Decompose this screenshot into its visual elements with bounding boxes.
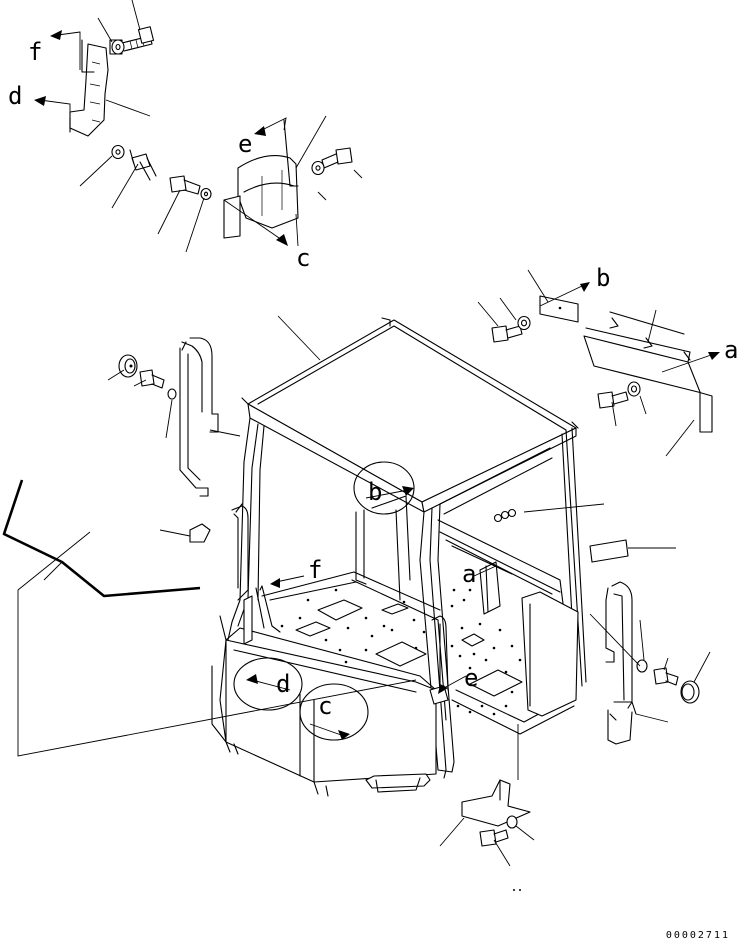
inner-nuts: [493, 508, 517, 523]
bolt-c: [169, 175, 201, 195]
decal: [589, 539, 629, 563]
arrowheads: [34, 30, 720, 740]
bolt-left: [139, 369, 165, 389]
label-e-top: e: [238, 130, 252, 158]
cap-right: [680, 680, 700, 704]
bracket-ec: [223, 119, 299, 239]
label-d-circle: d: [276, 670, 290, 698]
label-e-circle: e: [464, 664, 478, 692]
plate-a: [583, 311, 713, 433]
label-f-top: f: [28, 38, 42, 66]
cab: [211, 317, 587, 797]
label-c-top: c: [296, 244, 310, 272]
washer-e: [311, 160, 325, 176]
label-a-inner: a: [462, 560, 476, 588]
label-d-top: d: [8, 82, 22, 110]
washer-f: [111, 39, 125, 55]
label-c-circle: c: [318, 692, 332, 720]
label-a-right: a: [724, 336, 738, 364]
bolt-a: [597, 391, 629, 409]
bolt-d: [129, 149, 157, 181]
glass-seal: [2, 479, 201, 598]
washer-d: [111, 144, 125, 160]
washer-left: [167, 388, 177, 400]
bolt-e: [321, 147, 353, 169]
bolt-b: [491, 325, 523, 343]
bottom-washer: [506, 815, 518, 829]
bottom-marks: [513, 889, 521, 891]
seal-clip: [189, 523, 211, 543]
label-b-circle: b: [368, 478, 382, 506]
letter-labels: f d e c b a b f a d e c: [8, 38, 738, 720]
callout-circle-d: [233, 657, 303, 711]
washer-c: [200, 187, 212, 201]
bottom-bolt: [479, 829, 509, 847]
handrail-left: [179, 337, 219, 497]
floor-holes: [280, 588, 522, 716]
leader-lines: [17, 0, 715, 867]
label-f-inner: f: [308, 556, 322, 584]
handrail-front-left: [231, 503, 249, 601]
cap-left: [118, 354, 138, 378]
callout-circle-c: [299, 683, 369, 741]
bottom-bracket: [461, 779, 531, 827]
washer-right: [636, 659, 648, 673]
washer-b: [517, 315, 531, 331]
drawing-code: 00002711: [666, 930, 730, 941]
bolt-right: [653, 667, 679, 686]
label-b-top: b: [596, 264, 610, 292]
handrail-right: [605, 581, 637, 745]
plate-b: [539, 295, 579, 323]
bracket-fd: [69, 39, 109, 137]
washer-a: [627, 381, 641, 397]
